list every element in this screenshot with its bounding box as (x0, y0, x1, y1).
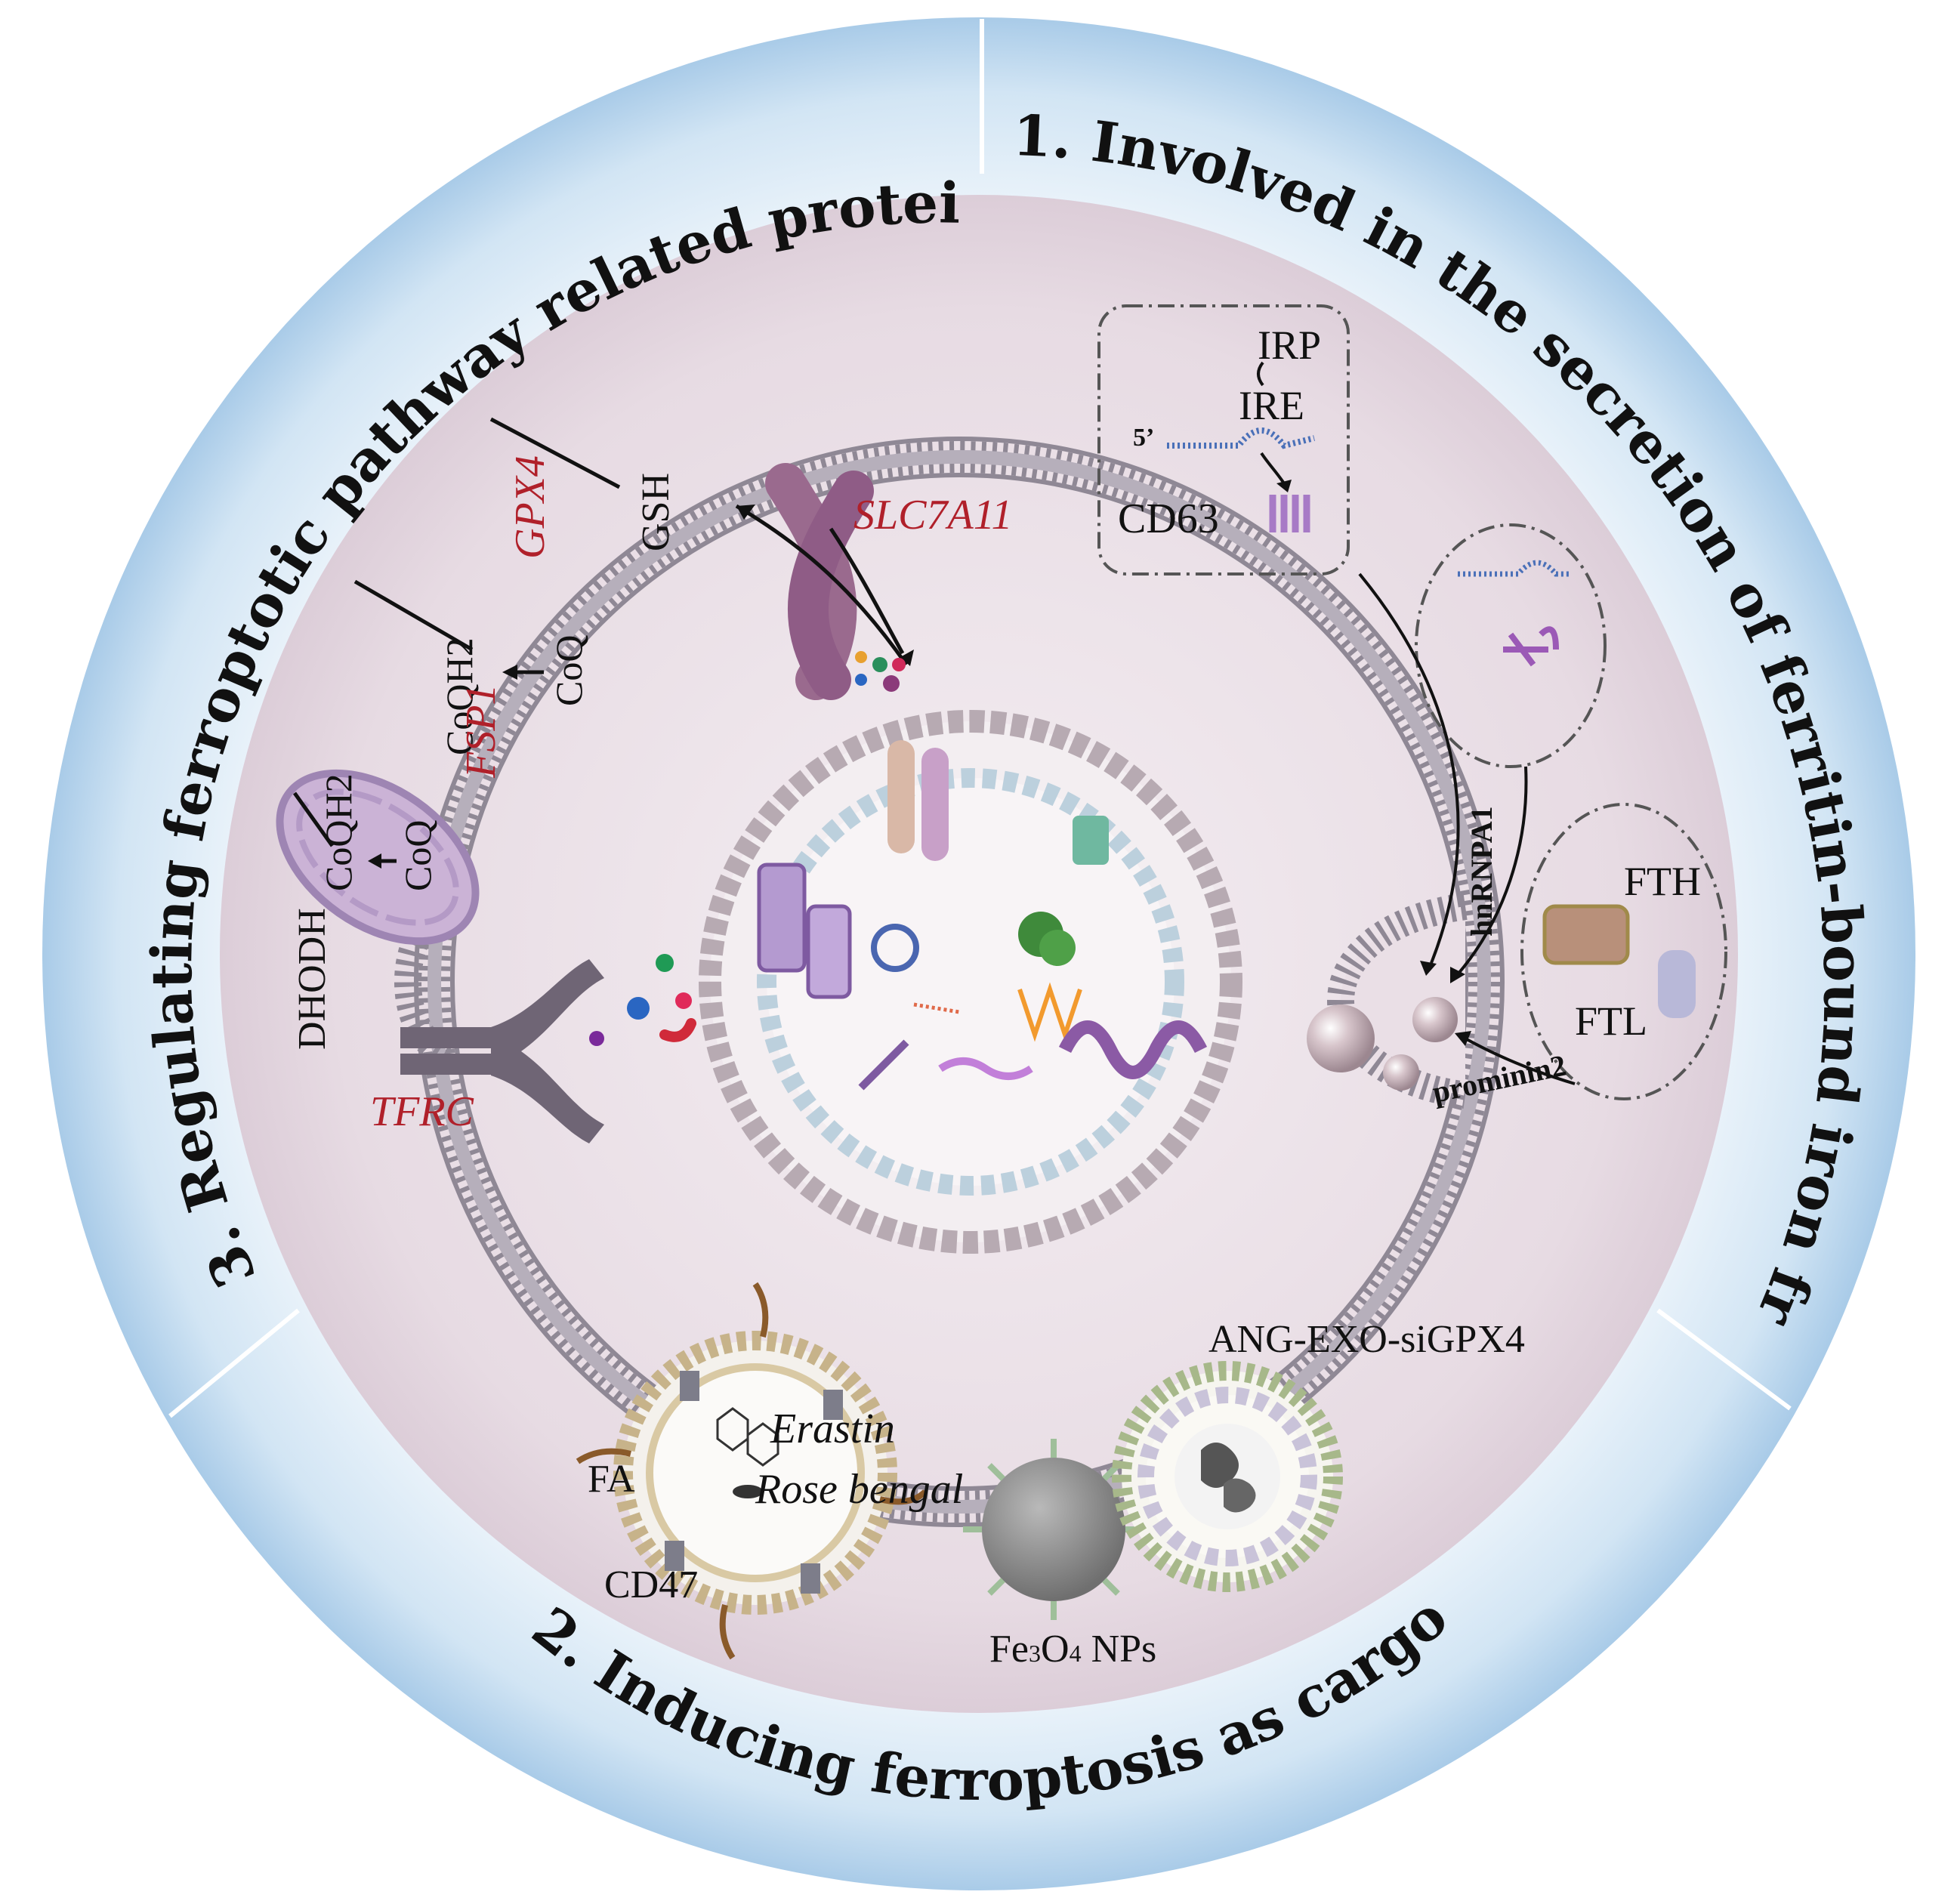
hnrnpa1-label: hnRNPA1 (1465, 806, 1499, 937)
coq-b-label: CoQ (397, 820, 439, 891)
cargo-dots-left (589, 954, 696, 1046)
slc7a11-arrow-in (829, 527, 905, 655)
cargo-dots-top (855, 651, 906, 692)
irp-ire-box (1097, 304, 1350, 576)
erastin-label: Erastin (770, 1406, 895, 1452)
ferritin-oval (1520, 803, 1727, 1100)
ring-divider-left (168, 1308, 300, 1418)
engineered-exosome-fa-cd47 (576, 1282, 928, 1660)
fsp1-label: FSP1 (458, 684, 505, 779)
cd63-protein (1269, 495, 1310, 532)
dhodh-label: DHODH (291, 908, 334, 1050)
five-prime-label: 5’ (1133, 424, 1154, 452)
hnrnpa1-oval (1415, 523, 1607, 768)
ire-label: IRE (1239, 383, 1304, 428)
hnrnpa1-protein (1503, 626, 1559, 667)
gsh-label: GSH (634, 473, 678, 551)
fe3o4-label: Fe3O4 NPs (989, 1628, 1156, 1671)
cd47-label: CD47 (604, 1563, 698, 1606)
secreted-vesicle-medium (1412, 997, 1458, 1042)
gsh-inhibit-line (489, 417, 621, 489)
coqh2-b-label: CoQH2 (317, 773, 360, 891)
cell-membrane (414, 437, 1505, 1527)
hnrnpa1-arrow-1 (1358, 572, 1460, 964)
tfrc-label: TFRC (370, 1088, 474, 1135)
fth-label: FTH (1624, 859, 1701, 904)
ftl-label: FTL (1575, 998, 1647, 1044)
dhodh-inhibit-line (292, 792, 335, 847)
fa-label: FA (588, 1458, 635, 1501)
coq-a-label: CoQ (548, 635, 590, 706)
multivesicular-body (699, 710, 1242, 1254)
slc7a11-transporter (765, 463, 874, 700)
ftl-protein (1658, 950, 1696, 1018)
cd63-label: CD63 (1118, 495, 1219, 542)
ring-divider-right (1656, 1308, 1792, 1411)
secreted-vesicle-small (1383, 1054, 1419, 1091)
hnrnpa1-arrow-2 (1456, 766, 1528, 976)
gpx4-label: GPX4 (507, 455, 554, 559)
prominin2-arrow (1465, 1037, 1576, 1085)
ang-exo-label: ANG-EXO-siGPX4 (1208, 1318, 1525, 1361)
coqh2-inhibit-line (353, 579, 474, 652)
fe3o4-nanoparticle (963, 1439, 1144, 1620)
fth-protein (1542, 904, 1630, 965)
ang-exo-sigpx4-exosome (1112, 1361, 1343, 1592)
coqh2-a-label: CoQH2 (438, 637, 480, 755)
rose-bengal-label: Rose bengal (755, 1466, 963, 1513)
slc7a11-label: SLC7A11 (853, 492, 1013, 538)
ire-arrow (1260, 452, 1286, 485)
secreted-vesicle-large (1307, 1004, 1375, 1072)
slc7a11-arrow (735, 504, 909, 666)
ire-rna-strand (1167, 427, 1315, 449)
tfrc-receptor (400, 959, 604, 1143)
irp-label: IRP (1258, 322, 1321, 368)
